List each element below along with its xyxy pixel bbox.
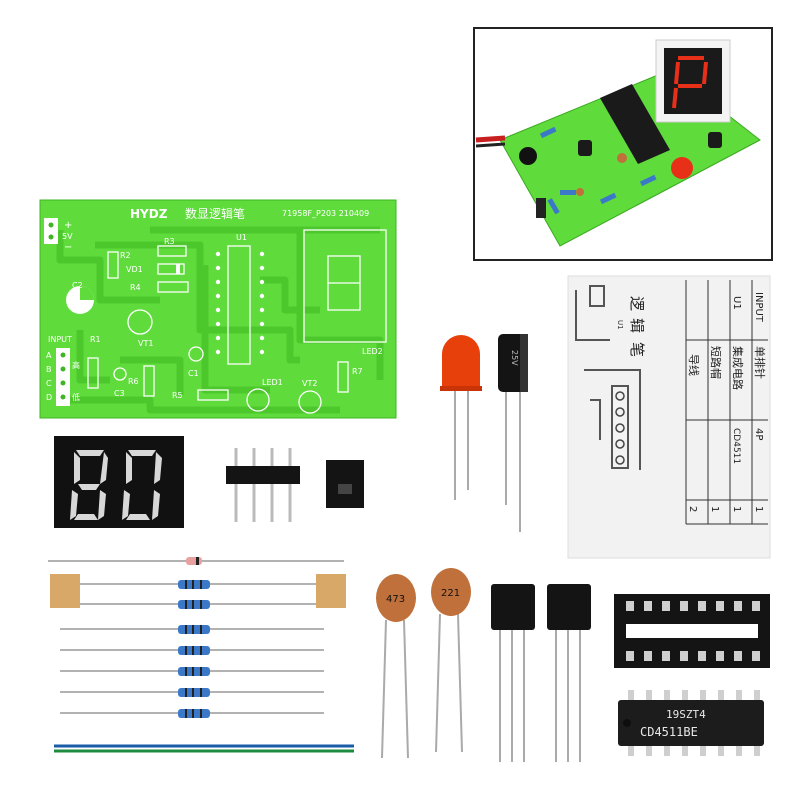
ref-r3: R3 bbox=[164, 237, 175, 246]
diode bbox=[48, 557, 344, 565]
power-voltage-label: 5V bbox=[62, 232, 73, 241]
bom-qty-1: 1 bbox=[753, 506, 764, 512]
bom-ref-1: INPUT bbox=[753, 292, 764, 323]
power-minus-label: − bbox=[64, 242, 72, 253]
bom-qty-3: 1 bbox=[709, 506, 720, 512]
transistor-1 bbox=[491, 584, 535, 762]
bom-paper: 逻 辑 笔 U1 INPUT 单排针 4P 1 U1 集成电路 CD4511 1… bbox=[567, 275, 771, 559]
ref-c1: C1 bbox=[188, 369, 199, 378]
ic-socket bbox=[614, 594, 770, 668]
bom-name-2: 集成电路 bbox=[731, 346, 745, 390]
high-label: 高 bbox=[72, 360, 80, 370]
ref-led1: LED1 bbox=[262, 378, 283, 387]
assembled-inset: HYDZ 数显逻辑笔 bbox=[473, 27, 773, 261]
transistor-2 bbox=[547, 584, 591, 762]
ref-led2: LED2 bbox=[362, 347, 383, 356]
ref-vt2: VT2 bbox=[302, 379, 317, 388]
paper-title-char-2: 辑 bbox=[628, 318, 646, 333]
paper-u1-mark: U1 bbox=[616, 320, 624, 330]
bom-name-3: 短路帽 bbox=[709, 346, 723, 379]
low-label: 低 bbox=[72, 392, 80, 402]
bom-name-1: 单排针 bbox=[753, 346, 767, 379]
capacitor-voltage: 25V bbox=[510, 350, 519, 366]
board-brand: HYDZ bbox=[130, 207, 168, 221]
input-pin-c: C bbox=[46, 379, 52, 388]
paper-title-char-1: 逻 bbox=[628, 296, 646, 311]
bom-name-4: 导线 bbox=[687, 354, 701, 376]
red-led bbox=[440, 335, 482, 500]
input-pin-d: D bbox=[46, 393, 52, 402]
ceramic-221-label: 221 bbox=[441, 588, 460, 599]
bom-spec-2: CD4511 bbox=[731, 428, 741, 464]
board-code: 71958F_P203 210409 bbox=[282, 209, 369, 218]
ref-r5: R5 bbox=[172, 391, 183, 400]
bom-qty-2: 1 bbox=[731, 506, 742, 512]
pin-header bbox=[226, 448, 300, 522]
cd4511-ic: 19SZT4 CD4511BE bbox=[618, 690, 764, 756]
bom-ref-2: U1 bbox=[731, 296, 742, 310]
bom-spec-1: 4P bbox=[753, 428, 764, 440]
ref-c2: C2 bbox=[72, 281, 83, 290]
seven-segment-display bbox=[54, 436, 184, 528]
board-title: 数显逻辑笔 bbox=[185, 206, 245, 221]
input-pin-b: B bbox=[46, 365, 52, 374]
ref-r2: R2 bbox=[120, 251, 131, 260]
jumper-cap bbox=[326, 460, 364, 508]
hookup-wires bbox=[54, 744, 354, 753]
bom-qty-4: 2 bbox=[687, 506, 698, 512]
ref-vt1: VT1 bbox=[138, 339, 153, 348]
ref-r6: R6 bbox=[128, 377, 139, 386]
ceramic-473-label: 473 bbox=[386, 594, 405, 605]
electrolytic-capacitor: 25V bbox=[498, 334, 528, 532]
ceramic-capacitor-473: 473 bbox=[376, 574, 416, 759]
input-label: INPUT bbox=[48, 335, 72, 344]
resistors bbox=[60, 580, 324, 718]
ic-marking-1: 19SZT4 bbox=[666, 708, 706, 721]
ref-r7: R7 bbox=[352, 367, 363, 376]
power-plus-label: + bbox=[64, 220, 72, 231]
paper-title-char-3: 笔 bbox=[628, 342, 646, 357]
ceramic-capacitor-221: 221 bbox=[431, 568, 471, 753]
ref-r4: R4 bbox=[130, 283, 141, 292]
ref-vd1: VD1 bbox=[126, 265, 143, 274]
ic-marking-2: CD4511BE bbox=[640, 725, 698, 739]
ref-r1: R1 bbox=[90, 335, 101, 344]
pcb-board: + 5V − HYDZ 数显逻辑笔 71958F_P203 210409 R2 … bbox=[39, 199, 397, 419]
ref-u1: U1 bbox=[236, 233, 247, 242]
ref-c3: C3 bbox=[114, 389, 125, 398]
input-pin-a: A bbox=[46, 351, 52, 360]
